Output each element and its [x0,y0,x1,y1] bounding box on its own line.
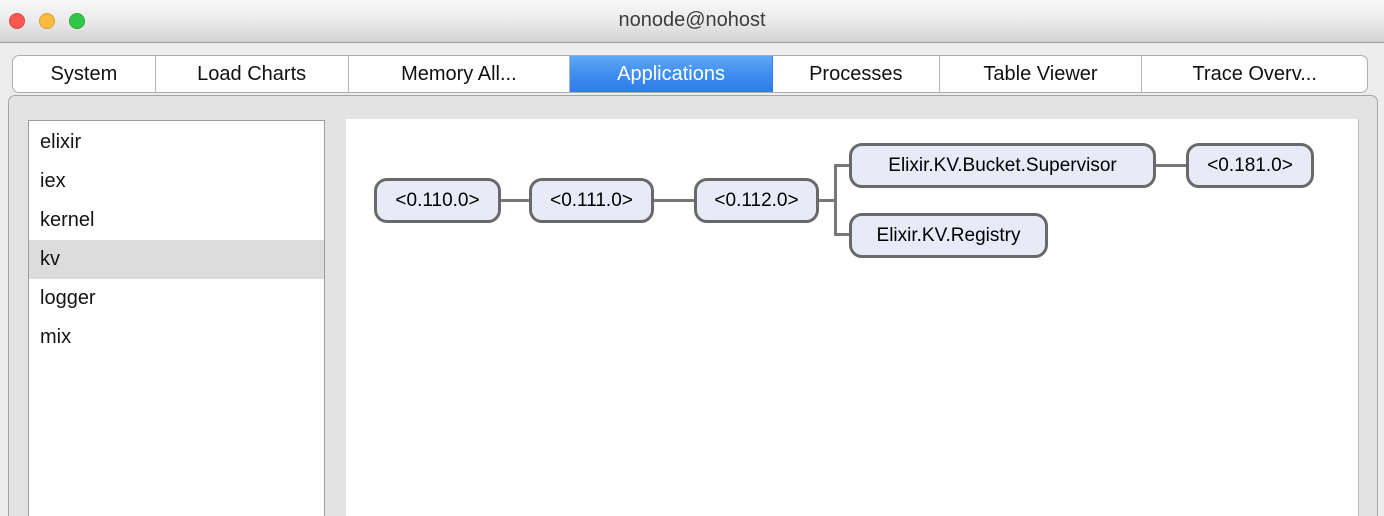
tree-connector [501,199,529,202]
tree-connector [654,199,694,202]
list-item-mix[interactable]: mix [40,326,72,348]
window-title: nonode@nohost [618,9,766,31]
tree-connector [834,164,837,236]
tab-bar: System Load Charts Memory All... Applica… [12,55,1368,93]
minimize-icon[interactable] [39,13,55,29]
tree-connector [834,233,849,236]
window-controls [9,13,85,29]
tab-system[interactable]: System [13,56,156,92]
process-node-0-111-0[interactable]: <0.111.0> [529,178,654,223]
tree-connector [819,199,837,202]
list-item-elixir[interactable]: elixir [40,131,82,153]
tab-applications[interactable]: Applications [570,56,773,92]
applications-panel: elixir iex kernel kv logger mix <0.110.0… [8,95,1378,516]
tab-processes[interactable]: Processes [773,56,940,92]
list-item-kv[interactable]: kv [29,240,324,279]
supervision-tree-canvas: <0.110.0> <0.111.0> <0.112.0> Elixir.KV.… [346,119,1359,516]
process-node-elixir-kv-bucket-supervisor[interactable]: Elixir.KV.Bucket.Supervisor [849,143,1156,188]
list-item-iex[interactable]: iex [40,170,66,192]
tab-load-charts[interactable]: Load Charts [156,56,349,92]
list-item-kernel[interactable]: kernel [40,209,95,231]
tab-table-viewer[interactable]: Table Viewer [940,56,1143,92]
process-node-elixir-kv-registry[interactable]: Elixir.KV.Registry [849,213,1048,258]
tree-connector [1156,164,1186,167]
process-node-0-181-0[interactable]: <0.181.0> [1186,143,1314,188]
process-node-0-112-0[interactable]: <0.112.0> [694,178,819,223]
close-icon[interactable] [9,13,25,29]
titlebar: nonode@nohost [0,0,1384,43]
tab-memory-allocators[interactable]: Memory All... [349,56,571,92]
tab-trace-overview[interactable]: Trace Overv... [1192,62,1317,85]
zoom-icon[interactable] [69,13,85,29]
tree-connector [834,164,849,167]
list-item-logger[interactable]: logger [40,287,96,309]
application-list: elixir iex kernel kv logger mix [28,120,325,516]
process-node-0-110-0[interactable]: <0.110.0> [374,178,501,223]
